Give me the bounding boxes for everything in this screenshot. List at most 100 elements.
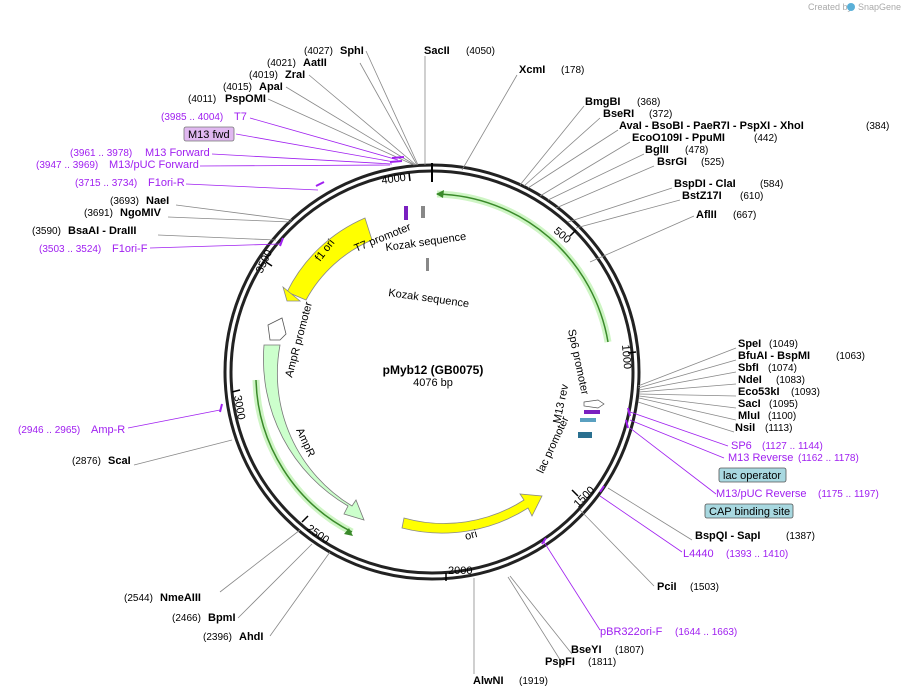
- enzyme-name-eco53ki: Eco53kI: [738, 386, 780, 398]
- primer-name-f1ori-r: F1ori-R: [148, 177, 185, 189]
- enzyme-pos-eco53ki: (1093): [791, 387, 820, 398]
- primer-name-sp6: SP6: [731, 440, 752, 452]
- primer-pos-m13puc-reverse: (1175 .. 1197): [818, 489, 879, 500]
- primer-pos-m13-forward: (3961 .. 3978): [70, 148, 132, 159]
- enzyme-pos-bsaai: (3590): [32, 226, 61, 237]
- tick-label-1500: 1500: [572, 484, 598, 510]
- enzyme-pos-bglii: (478): [685, 145, 708, 156]
- m13-fwd-box: [183, 126, 235, 142]
- tick-label-2000: 2000: [448, 565, 472, 577]
- primer-name-m13-forward: M13 Forward: [145, 147, 210, 159]
- ampr-promoter-arrow: [267, 317, 287, 341]
- enzyme-name-bspqi: BspQI - SapI: [695, 530, 760, 542]
- enzyme-pos-zrai: (4019): [249, 70, 278, 81]
- feature-arc-top-right: [436, 190, 612, 343]
- enzyme-pos-bmgbi: (368): [637, 97, 660, 108]
- enzyme-pos-bstz17i: (610): [740, 191, 763, 202]
- enzyme-pos-pspomi: (4011): [188, 94, 216, 105]
- snapgene-logo-icon: [847, 3, 855, 11]
- tick-label-3500: 3500: [254, 248, 275, 275]
- feature-label-ori: ori: [464, 528, 479, 543]
- enzyme-pos-bspdi: (584): [760, 179, 783, 190]
- enzyme-pos-bsrgi: (525): [701, 157, 724, 168]
- enzyme-pos-sacii: (4050): [466, 46, 495, 57]
- enzyme-name-sbfi: SbfI: [738, 362, 759, 374]
- f1-ori-arrow-head: [282, 285, 302, 302]
- enzyme-pos-ndei: (1083): [776, 375, 805, 386]
- enzyme-name-apai: ApaI: [259, 81, 283, 93]
- t7-promoter-mark: [404, 206, 408, 220]
- sp6-promoter-mark: [583, 399, 605, 409]
- enzyme-name-xcmi: XcmI: [519, 64, 545, 76]
- enzyme-name-bseri: BseRI: [603, 108, 634, 120]
- feature-label-kozak-2: Kozak sequence: [388, 287, 470, 310]
- primer-pos-pbr322ori-f: (1644 .. 1663): [675, 627, 737, 638]
- enzyme-pos-alwni: (1919): [519, 676, 548, 687]
- lac-operator-mark: [580, 418, 596, 422]
- enzyme-name-mlui: MluI: [738, 410, 760, 422]
- enzyme-pos-pspfi: (1811): [588, 657, 616, 668]
- enzyme-pos-ahdi: (2396): [203, 632, 232, 643]
- enzyme-pos-apai: (4015): [223, 82, 252, 93]
- enzyme-name-ndei: NdeI: [738, 374, 762, 386]
- primer-leader-lines: [127, 117, 729, 631]
- enzyme-pos-aatii: (4021): [267, 58, 296, 69]
- primer-name-pbr322ori-f: pBR322ori-F: [600, 626, 663, 638]
- enzyme-pos-bseyi: (1807): [615, 645, 644, 656]
- ori-arrow: [401, 493, 543, 534]
- primer-pos-m13puc-forward: (3947 .. 3969): [36, 160, 98, 171]
- primer-pos-t7: (3985 .. 4004): [161, 112, 223, 123]
- enzyme-pos-aflii: (667): [733, 210, 756, 221]
- enzyme-leader-lines: [133, 50, 737, 674]
- enzyme-name-scai: ScaI: [108, 455, 131, 467]
- f1-ori-arrow: [286, 217, 373, 301]
- primer-name-l4440: L4440: [683, 548, 714, 560]
- primer-name-m13-fwd: M13 fwd: [188, 129, 230, 141]
- enzyme-name-alwni: AlwNI: [473, 675, 504, 687]
- enzyme-name-sphi: SphI: [340, 45, 364, 57]
- primer-pos-amp-r: (2946 .. 2965): [18, 425, 80, 436]
- enzyme-pos-nmeaiii: (2544): [124, 593, 153, 604]
- primer-name-amp-r: Amp-R: [91, 424, 125, 436]
- enzyme-pos-mlui: (1100): [768, 411, 796, 422]
- enzyme-name-pspfi: PspFI: [545, 656, 575, 668]
- primer-name-m13puc-reverse: M13/pUC Reverse: [716, 488, 806, 500]
- enzyme-name-aflii: AflII: [696, 209, 717, 221]
- plasmid-name: pMyb12 (GB0075): [383, 363, 484, 377]
- cap-binding-site-box: [704, 503, 794, 519]
- enzyme-name-pspomi: PspOMI: [225, 93, 266, 105]
- enzyme-pos-saci: (1095): [769, 399, 798, 410]
- enzyme-name-spei: SpeI: [738, 338, 761, 350]
- enzyme-pos-xcmi: (178): [561, 65, 584, 76]
- lac-operator-box: [718, 467, 787, 483]
- enzyme-pos-ecoo109i: (442): [754, 133, 777, 144]
- enzyme-pos-pcii: (1503): [690, 582, 719, 593]
- primer-name-t7: T7: [234, 111, 247, 123]
- enzyme-name-bpmi: BpmI: [208, 612, 236, 624]
- enzyme-name-saci: SacI: [738, 398, 761, 410]
- tick-label-1000: 1000: [619, 344, 633, 369]
- enzyme-name-bsrgi: BsrGI: [657, 156, 687, 168]
- brand-name: SnapGene: [858, 2, 901, 12]
- enzyme-name-nmeaiii: NmeAIII: [160, 592, 201, 604]
- feature-label-ampr-promoter: AmpR promoter: [283, 300, 315, 378]
- enzyme-name-bseyi: BseYI: [571, 644, 602, 656]
- enzyme-pos-sbfi: (1074): [768, 363, 797, 374]
- enzyme-name-ngomiv: NgoMIV: [120, 207, 162, 219]
- enzyme-pos-scai: (2876): [72, 456, 101, 467]
- boxed-label-lac-operator: lac operator: [723, 470, 781, 482]
- primer-pos-m13-reverse: (1162 .. 1178): [798, 453, 859, 464]
- enzyme-name-nsii: NsiI: [735, 422, 755, 434]
- arc-arrow-head: [436, 190, 444, 198]
- tick-marks: [231, 172, 637, 581]
- enzyme-pos-bpmi: (2466): [172, 613, 201, 624]
- created-by-text: Created by: [808, 2, 853, 12]
- enzyme-name-ecoo109i: EcoO109I - PpuMI: [632, 132, 725, 144]
- enzyme-name-bmgbi: BmgBI: [585, 96, 620, 108]
- enzyme-name-naei: NaeI: [146, 195, 169, 207]
- m13-rev-mark: [584, 410, 600, 414]
- feature-arc-left-line: [255, 379, 353, 533]
- enzyme-pos-bseri: (372): [649, 109, 672, 120]
- kozak-mark-1: [421, 206, 425, 218]
- arc-arrow-head-left: [344, 528, 353, 536]
